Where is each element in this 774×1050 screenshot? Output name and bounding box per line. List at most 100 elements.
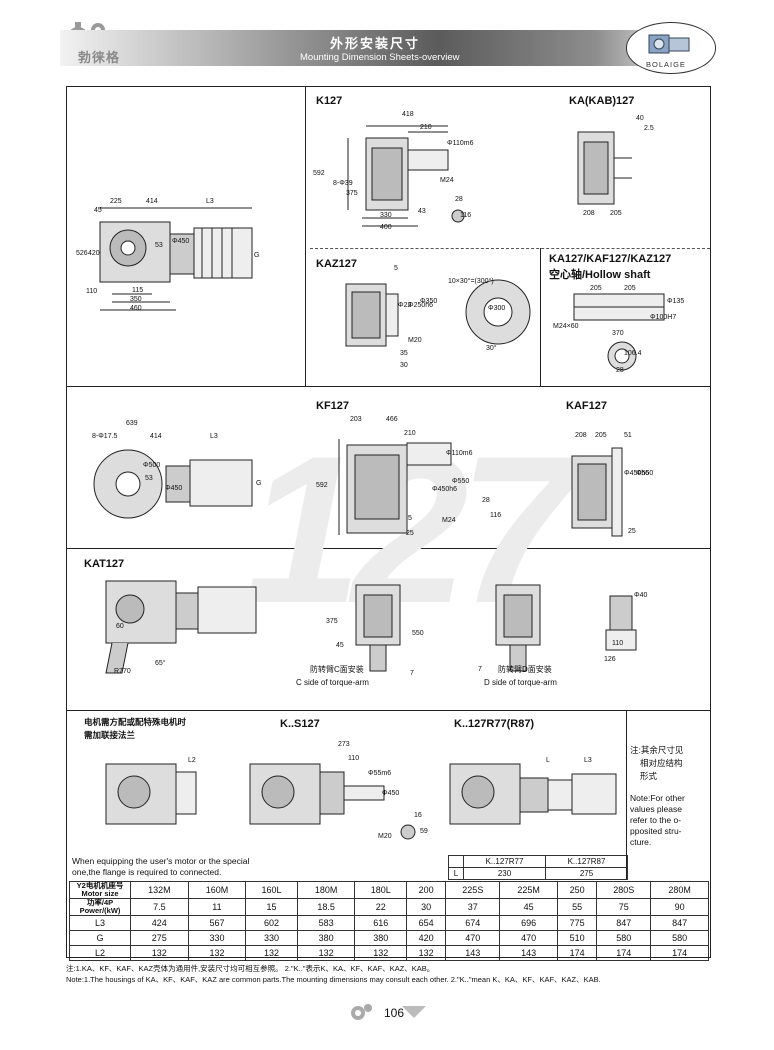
- torque-d-en: D side of torque-arm: [484, 678, 557, 687]
- table-cell: L: [448, 867, 464, 880]
- dim: Φ550: [452, 478, 470, 485]
- right-note-en-5: cture.: [630, 837, 652, 847]
- table-cell: 580: [596, 930, 652, 946]
- table-cell: 7.5: [130, 898, 189, 916]
- table-cell: 132: [130, 945, 189, 961]
- ka127-drawing: [577, 131, 632, 205]
- dim: Φ450: [172, 238, 190, 245]
- table-row: L 230 275: [448, 867, 628, 880]
- divider-1: [66, 386, 711, 387]
- row-label: L2: [69, 945, 131, 961]
- dim: 116: [490, 512, 502, 519]
- dim: 210: [404, 430, 416, 437]
- dim: Φ250h6: [408, 302, 434, 309]
- table-cell: 11: [187, 898, 247, 916]
- dim: 8-Φ17.5: [92, 433, 118, 440]
- dim: Φ135: [667, 298, 685, 305]
- hollow-shaft-drawing: [573, 293, 665, 371]
- dim: 40: [636, 115, 644, 122]
- table-cell: 18.5: [296, 898, 356, 916]
- motor-note-en-1: When equipping the user's motor or the s…: [72, 856, 250, 866]
- motor-note-cn-1: 电机需方配或配特殊电机时: [84, 717, 187, 727]
- dim: R770: [114, 668, 131, 675]
- page-title-en: Mounting Dimension Sheets-overview: [300, 52, 460, 63]
- table-cell: 143: [499, 945, 558, 961]
- dim: L3: [210, 433, 218, 440]
- table-row: 功率/4P Power/(kW) 7.5 11 15 18.5 22 30 37…: [69, 898, 709, 916]
- label-hollow-sub: 空心轴/Hollow shaft: [549, 269, 651, 281]
- dim: 53: [145, 475, 153, 482]
- table-cell: 180L: [354, 881, 408, 899]
- dim: Φ500: [143, 462, 161, 469]
- flange-drawing: [465, 279, 531, 345]
- ks127-drawing: [249, 763, 416, 840]
- dim: L3: [584, 757, 592, 764]
- table-cell: 174: [556, 945, 598, 961]
- logo-text: 勃徕格: [78, 50, 121, 65]
- row-label: G: [69, 930, 131, 946]
- label-kf127: KF127: [316, 400, 350, 412]
- dim: 65°: [155, 660, 166, 667]
- table-cell: 470: [445, 930, 501, 946]
- table-cell: 45: [499, 898, 558, 916]
- table-cell: 275: [130, 930, 189, 946]
- dim: M24: [440, 177, 454, 184]
- divider-dashed: [310, 248, 710, 249]
- dim: 28: [616, 367, 624, 374]
- k127-front-drawing: [99, 207, 253, 311]
- right-note-en-2: values please: [630, 804, 682, 814]
- dim: 210: [420, 124, 432, 131]
- header-power: 功率/4P Power/(kW): [69, 898, 131, 916]
- table-cell: [448, 855, 464, 868]
- dim: Φ55m6: [368, 770, 392, 777]
- dim: 205: [610, 210, 622, 217]
- divider-2: [66, 548, 711, 549]
- right-note-en-1: Note:For other: [630, 793, 685, 803]
- dim: Φ450: [165, 485, 183, 492]
- table-cell: 90: [650, 898, 709, 916]
- right-note-cn-3: 形式: [640, 771, 658, 781]
- table-cell: 275: [545, 867, 628, 880]
- dim: 375: [346, 190, 358, 197]
- dim: Φ350: [420, 298, 438, 305]
- dim: 225: [110, 198, 122, 205]
- table-cell: 132: [406, 945, 447, 961]
- dim: Φ550: [636, 470, 654, 477]
- dim: 106.4: [624, 350, 642, 357]
- dim: Φ450h6: [432, 486, 458, 493]
- dim: 550: [412, 630, 424, 637]
- dim: 400: [380, 224, 392, 231]
- motor-note-cn-2: 需加联接法兰: [84, 730, 136, 740]
- table-cell: 225M: [499, 881, 558, 899]
- motor-flange-drawing: [105, 763, 197, 825]
- table-cell: 674: [445, 915, 501, 931]
- label-kaf127: KAF127: [566, 400, 607, 412]
- right-note-en-4: pposited stru-: [630, 826, 682, 836]
- kat127-drawing: [105, 580, 257, 674]
- table-cell: 420: [406, 930, 447, 946]
- table-cell: 30: [406, 898, 447, 916]
- dim: 45: [336, 642, 344, 649]
- table-cell: 775: [556, 915, 598, 931]
- table-cell: 380: [296, 930, 356, 946]
- v-divider-2: [540, 248, 541, 386]
- table-cell: K..127R77: [463, 855, 546, 868]
- dim: 375: [326, 618, 338, 625]
- dim: 639: [126, 420, 138, 427]
- table-cell: 55: [556, 898, 598, 916]
- dim: 418: [402, 111, 414, 118]
- dim: 208: [575, 432, 587, 439]
- table-cell: 15: [245, 898, 298, 916]
- r77-table: K..127R77 K..127R87 L 230 275: [448, 855, 628, 880]
- table-cell: 250: [556, 881, 598, 899]
- table-row: L2 132 132 132 132 132 132 143 143 174 1…: [69, 945, 709, 961]
- dim: L3: [206, 198, 214, 205]
- dim: Φ22: [398, 302, 412, 309]
- dim: L: [546, 757, 550, 764]
- table-row: K..127R77 K..127R87: [448, 855, 628, 868]
- dim: Φ300: [488, 305, 506, 312]
- table-cell: 583: [296, 915, 356, 931]
- dim: M24: [442, 517, 456, 524]
- dim: Φ450: [382, 790, 400, 797]
- dim: 526: [76, 250, 88, 257]
